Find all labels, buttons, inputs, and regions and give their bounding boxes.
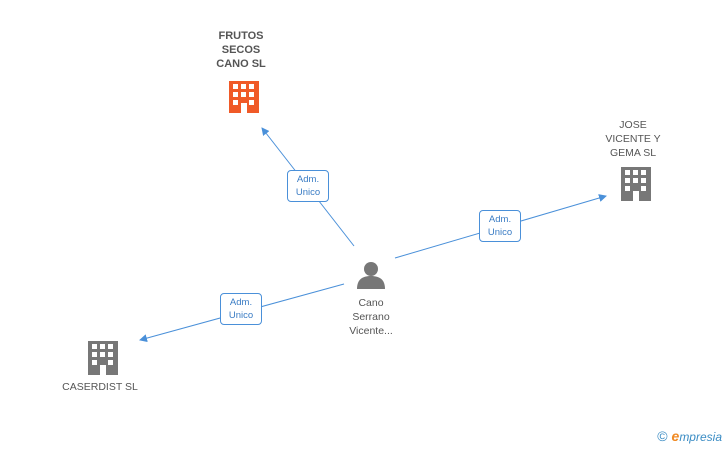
edge-label-role: Adm. <box>229 297 253 308</box>
edge-label-role: Adm. <box>296 174 320 185</box>
brand-logo: © empresia <box>657 428 722 444</box>
person-icon[interactable] <box>357 262 385 289</box>
edge-label-type: Unico <box>295 187 321 198</box>
brand-name: empresia <box>671 428 722 444</box>
company-label-jose[interactable]: JOSE VICENTE Y GEMA SL <box>605 119 661 159</box>
edge-label-role: Adm. <box>488 214 512 225</box>
building-icon-jose[interactable] <box>621 167 651 201</box>
building-icon-caserdist[interactable] <box>88 341 118 375</box>
edge-label-type: Unico <box>228 310 254 321</box>
company-label-frutos[interactable]: FRUTOS SECOS CANO SL <box>216 30 266 70</box>
company-label-caserdist[interactable]: CASERDIST SL <box>62 381 138 393</box>
person-label[interactable]: Cano Serrano Vicente... <box>349 297 393 337</box>
edge-label-to-caserdist[interactable]: Adm. Unico <box>220 293 262 325</box>
building-icon-frutos[interactable] <box>229 81 259 113</box>
copyright-icon: © <box>657 428 668 444</box>
edge-label-to-jose[interactable]: Adm. Unico <box>479 210 521 242</box>
edge-label-type: Unico <box>487 227 513 238</box>
edge-label-to-frutos[interactable]: Adm. Unico <box>287 170 329 202</box>
